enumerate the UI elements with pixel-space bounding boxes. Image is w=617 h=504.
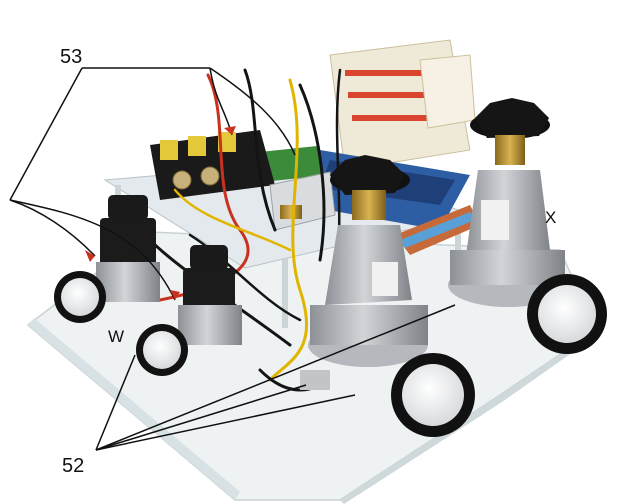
leader-lines-53 [9, 67, 296, 301]
leader-lines-52 [95, 304, 456, 451]
pressure-regulator-front [300, 155, 475, 437]
pressure-regulator-right [448, 98, 607, 354]
callout-label-52: 52 [62, 455, 85, 477]
filter-regulator-middle [136, 245, 242, 376]
arrowheads [85, 126, 236, 300]
relay-board [329, 39, 476, 171]
callout-label-x: X [545, 208, 557, 227]
callout-label-w: W [108, 327, 125, 346]
callout-label-53: 53 [60, 46, 83, 68]
valve-block [150, 130, 336, 231]
